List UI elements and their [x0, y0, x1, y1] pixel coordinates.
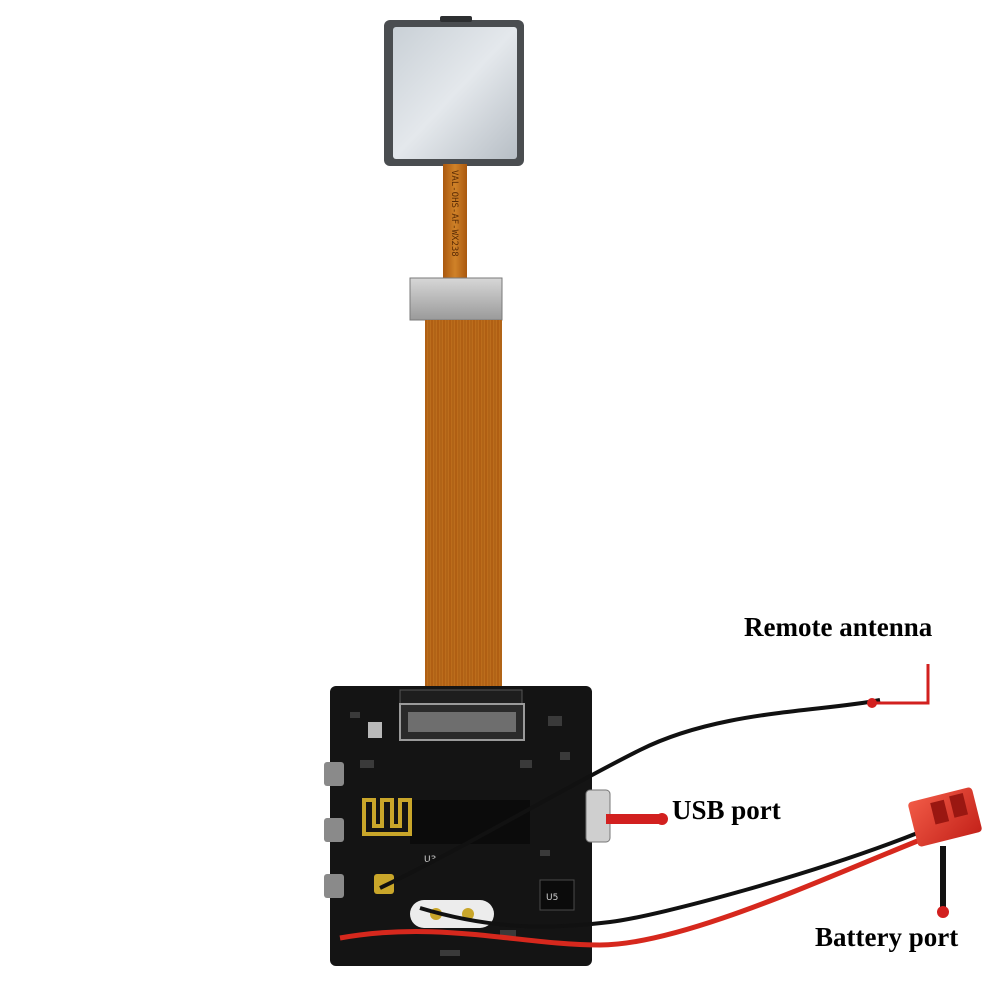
smd-components — [350, 712, 570, 956]
remote-antenna-leader — [872, 664, 930, 705]
side-button-top — [324, 762, 344, 786]
callout-markers — [606, 664, 949, 918]
antenna-wire — [379, 698, 881, 890]
sensor-window — [393, 27, 517, 159]
sensor-flex-cable: VAL-OHS-AF-WX238 — [443, 164, 467, 278]
sensor-notch — [440, 16, 472, 22]
remote-antenna-marker — [867, 698, 877, 708]
battery-port-leader — [940, 846, 946, 910]
usb-port-label: USB port — [672, 795, 781, 825]
u3-label: U3 — [424, 855, 436, 865]
battery-connector — [908, 787, 982, 847]
board-crystal — [368, 722, 382, 738]
pcb-antenna-icon — [362, 798, 412, 836]
battery-connector-slot-left — [930, 799, 950, 825]
u5-chip — [539, 879, 575, 911]
battery-connector-slot-right — [949, 793, 969, 818]
main-chip-area — [410, 800, 530, 844]
wires — [339, 698, 921, 948]
remote-antenna-label: Remote antenna — [744, 612, 933, 642]
flex-stiffener — [409, 277, 503, 321]
battery-red-wire — [339, 837, 921, 948]
fpc-connector-latch — [408, 712, 516, 732]
image-sensor — [384, 16, 524, 166]
u5-label: U5 — [546, 893, 558, 903]
battery-port-marker — [937, 906, 949, 918]
side-button-bottom — [324, 874, 344, 898]
wide-flex-cable — [425, 320, 502, 692]
side-button-middle — [324, 818, 344, 842]
usb-port-leader — [606, 814, 662, 824]
usb-port-marker — [656, 813, 668, 825]
narrow-flex — [443, 164, 467, 278]
sensor-flex-print: VAL-OHS-AF-WX238 — [449, 170, 459, 257]
battery-pad-right — [462, 908, 474, 920]
battery-black-wire — [419, 830, 921, 929]
battery-port-label: Battery port — [815, 922, 959, 952]
